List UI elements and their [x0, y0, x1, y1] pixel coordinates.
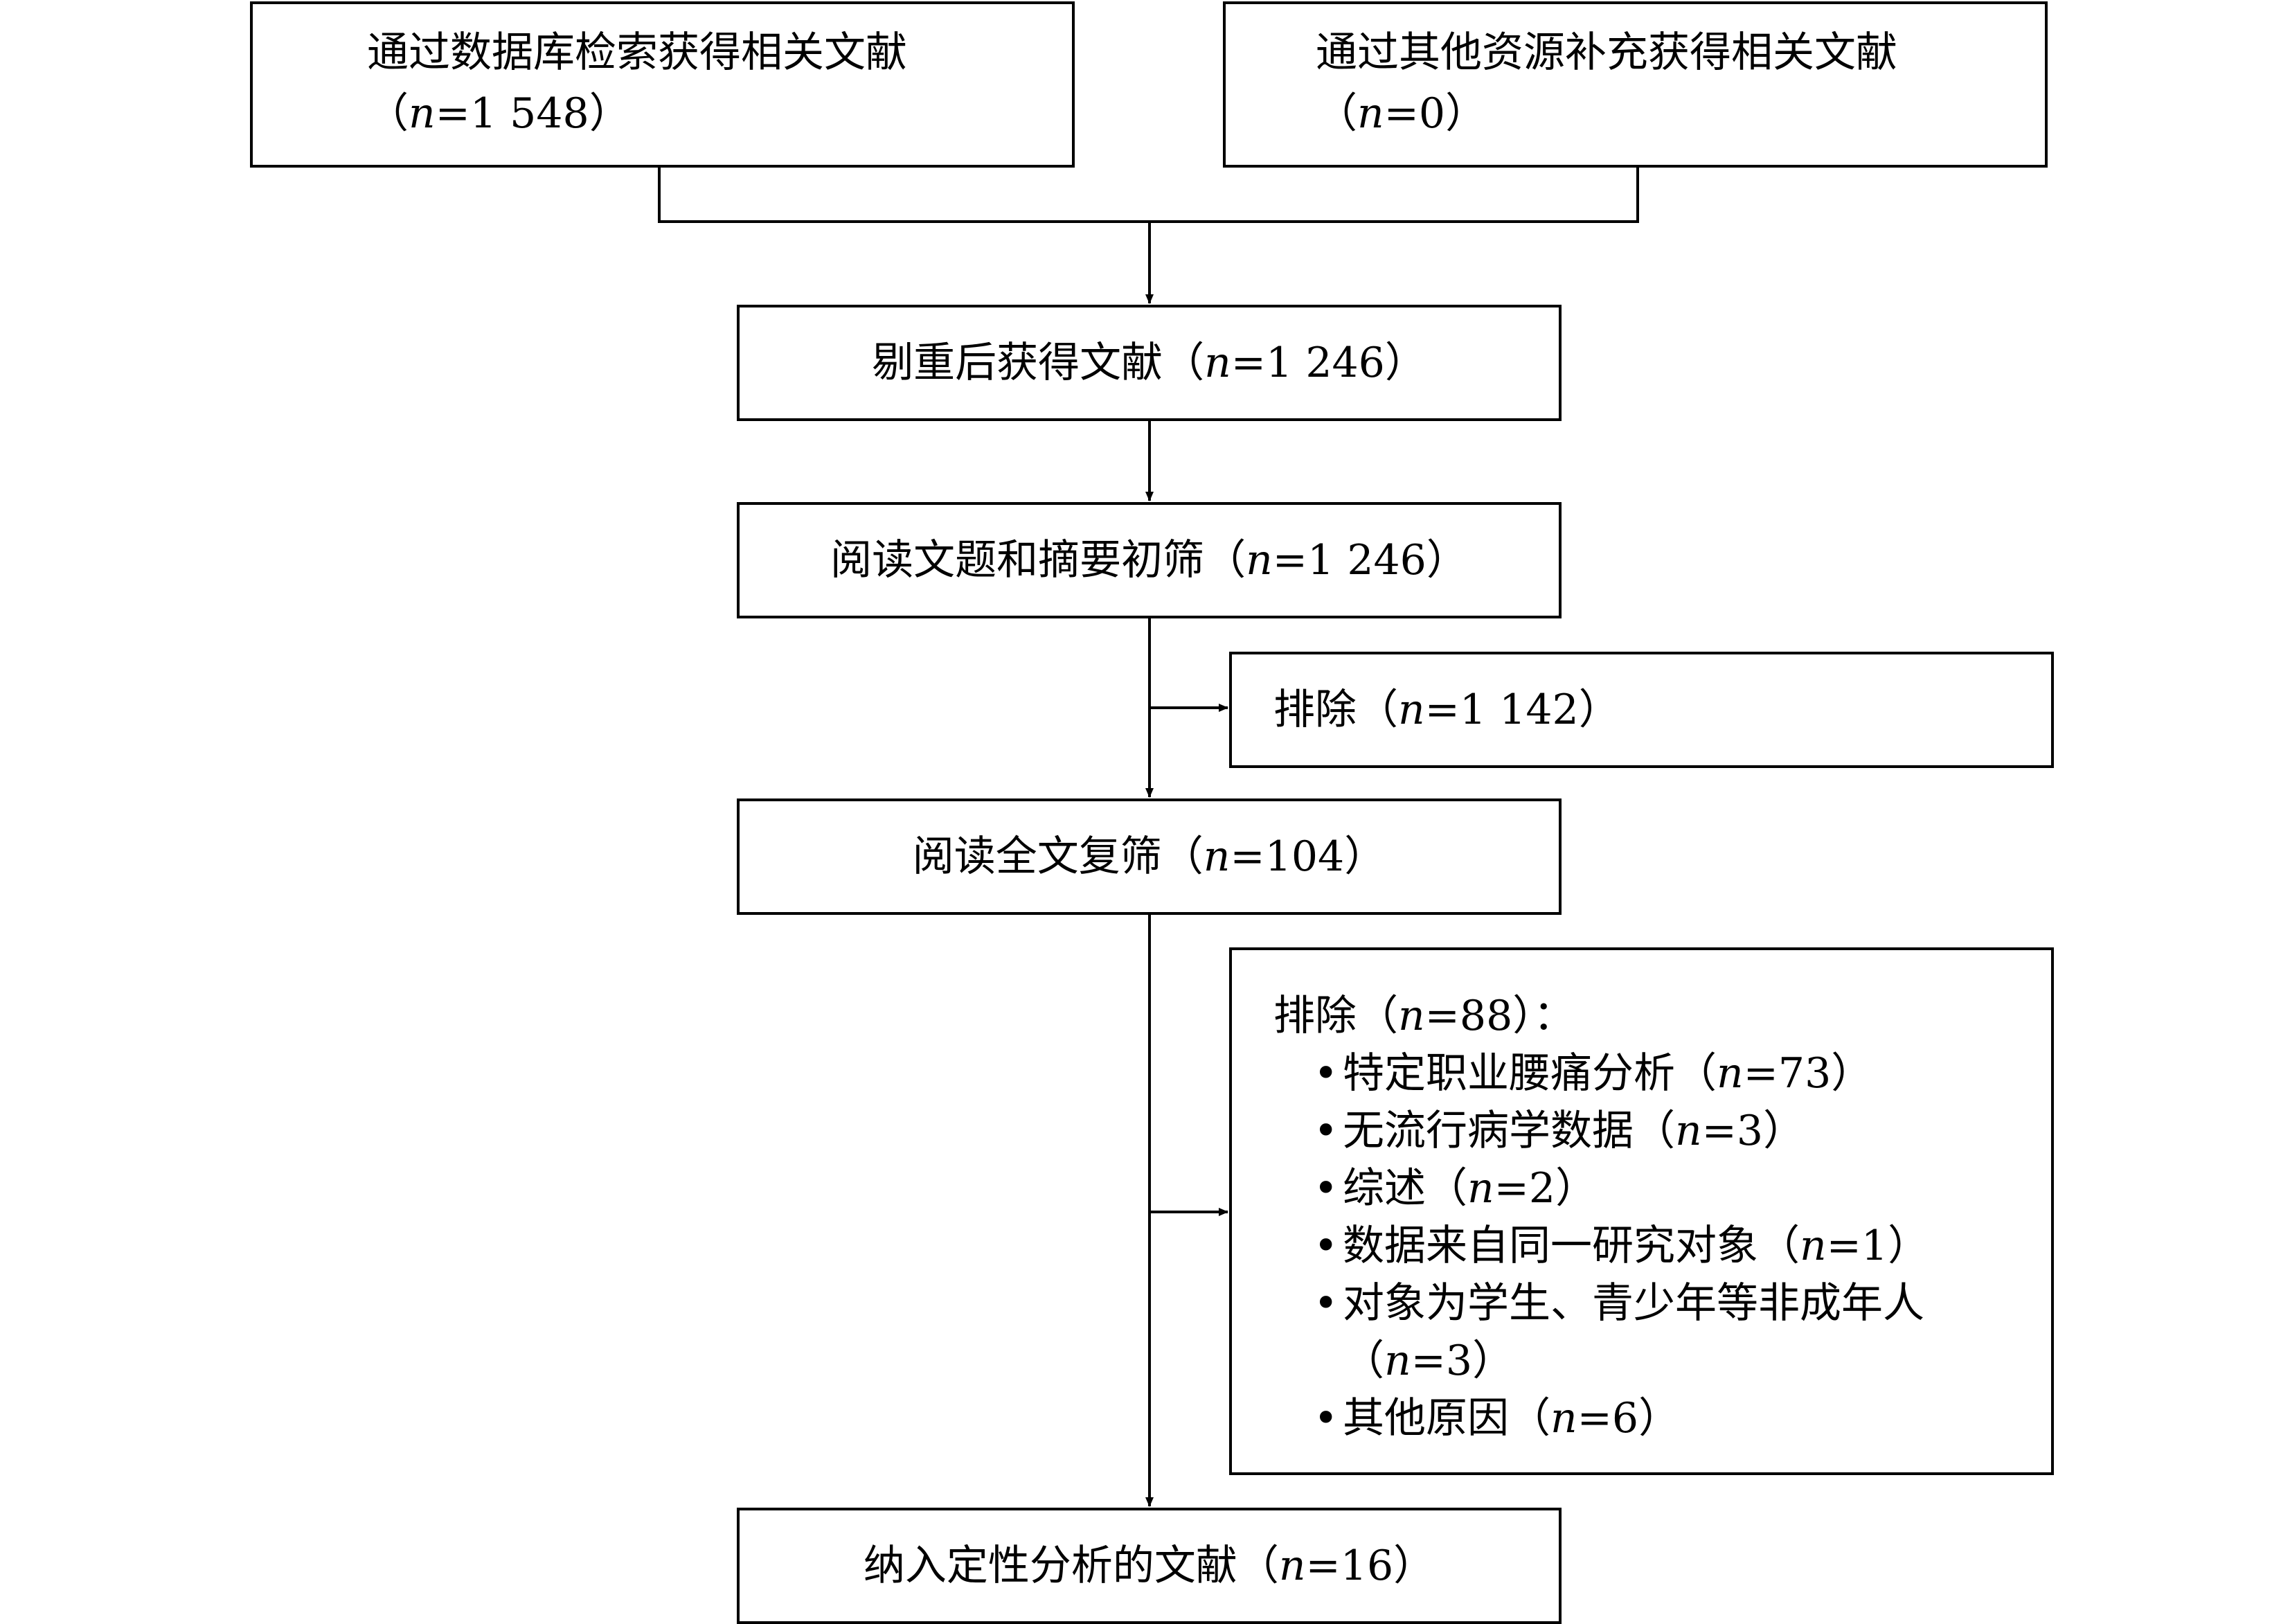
included-text: 纳入定性分析的文献（n=16） [863, 1542, 1435, 1590]
included-box: 纳入定性分析的文献（n=16） [737, 1508, 1562, 1624]
fulltext-box: 阅读全文复筛（n=104） [737, 798, 1562, 915]
fulltext-text: 阅读全文复筛（n=104） [912, 832, 1386, 881]
reason-item-continued: （n=3） [1343, 1337, 1514, 1385]
exclude-2-box: 排除（n=88）： • 特定职业腰痛分析（n=73） • 无流行病学数据（n=3… [1229, 947, 2054, 1475]
bullet: • [1314, 1049, 1339, 1098]
db-search-count: （n=1 548） [367, 89, 631, 138]
bullet: • [1314, 1394, 1339, 1443]
reason-item: 综述（n=2） [1343, 1164, 1598, 1213]
dedup-box: 剔重后获得文献（n=1 246） [737, 305, 1562, 421]
other-sources-count: （n=0） [1316, 89, 1487, 138]
title-abstract-box: 阅读文题和摘要初筛（n=1 246） [737, 502, 1562, 618]
exclude-2-header: 排除（n=88）： [1273, 992, 1575, 1040]
reason-item: 其他原因（n=6） [1343, 1394, 1681, 1443]
db-search-box: 通过数据库检索获得相关文献 （n=1 548） [250, 1, 1075, 168]
other-sources-label: 通过其他资源补充获得相关文献 [1316, 28, 1897, 77]
other-sources-box: 通过其他资源补充获得相关文献 （n=0） [1223, 1, 2048, 168]
reason-item: 特定职业腰痛分析（n=73） [1343, 1049, 1873, 1098]
exclude-1-box: 排除（n=1 142） [1229, 652, 2054, 768]
bullet: • [1314, 1107, 1339, 1155]
reason-item: 数据来自同一研究对象（n=1） [1343, 1222, 1930, 1270]
reason-item: 无流行病学数据（n=3） [1343, 1107, 1805, 1155]
bullet: • [1314, 1279, 1339, 1328]
title-abstract-text: 阅读文题和摘要初筛（n=1 246） [830, 536, 1468, 585]
dedup-text: 剔重后获得文献（n=1 246） [872, 339, 1426, 387]
bullet: • [1314, 1222, 1339, 1270]
exclude-1-text: 排除（n=1 142） [1273, 686, 1620, 734]
bullet: • [1314, 1164, 1339, 1213]
db-search-label: 通过数据库检索获得相关文献 [367, 28, 907, 77]
reason-item: 对象为学生、青少年等非成年人 [1343, 1279, 1924, 1328]
